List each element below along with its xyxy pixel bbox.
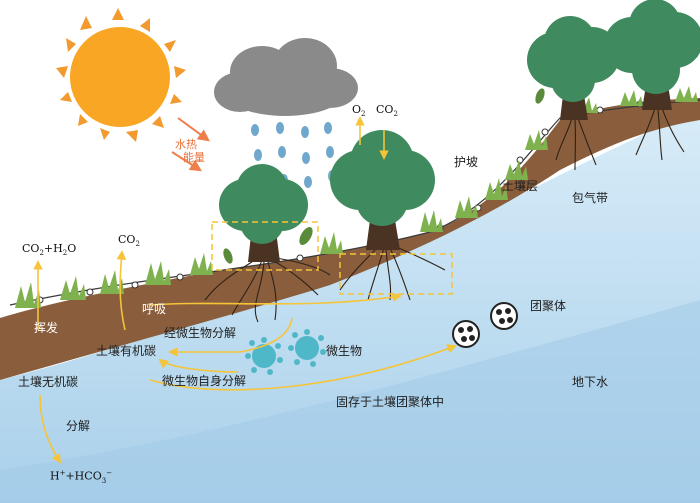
soil-inorganic-carbon-label: 土壤无机碳	[18, 375, 79, 389]
carbon-flow-arrows	[33, 116, 457, 464]
co2-h2o-co: CO	[22, 242, 40, 255]
tree-far-left	[527, 16, 620, 120]
tree-roots	[204, 107, 685, 323]
rain-cloud	[214, 38, 358, 116]
microbe-2	[288, 329, 326, 367]
co2-h2o-h: +H	[43, 242, 63, 255]
revetment-label: 护坡	[454, 155, 479, 169]
soil-organic-carbon-label: 土壤有机碳	[96, 344, 157, 358]
fixed-in-aggregates-label: 固存于土壤团聚体中	[336, 395, 445, 409]
ions-hco: +HCO	[65, 469, 102, 483]
respiration-label: 呼吸	[142, 302, 167, 316]
sun	[56, 8, 186, 142]
groundwater-deep	[0, 300, 700, 503]
ions-sup: −	[106, 469, 113, 477]
fence-posts	[36, 100, 644, 304]
aggregate-1	[452, 320, 480, 348]
microbe-1	[245, 337, 283, 375]
co2-left-text: CO	[118, 233, 136, 246]
co2-h2o-sub2: 2	[62, 249, 68, 258]
hydrothermal-energy-label: 水热 能量	[175, 138, 205, 164]
microbial-decomposition-label: 经微生物分解	[164, 326, 237, 340]
o2-label: O2	[352, 104, 366, 118]
vadose-zone-label: 包气带	[572, 191, 609, 205]
fallen-leaves	[223, 88, 545, 264]
hydrothermal-energy-line1: 水热	[175, 138, 197, 151]
co2-h2o-label: CO2+H2O	[22, 243, 76, 257]
aggregate-label: 团聚体	[530, 299, 567, 313]
volatilization-label: 挥发	[34, 321, 59, 335]
ions-h: H	[50, 469, 60, 483]
o2-text: O	[352, 103, 362, 116]
root-zone-box-1	[211, 221, 319, 271]
tree-middle-left	[219, 164, 308, 262]
aggregate-2	[490, 302, 518, 330]
tree-far-right	[604, 0, 700, 110]
groundwater-label: 地下水	[572, 375, 609, 389]
microbial-self-decomposition-label: 微生物自身分解	[162, 374, 247, 388]
co2-top-text: CO	[376, 103, 394, 116]
hydrothermal-energy-line2: 能量	[183, 151, 205, 164]
soil-layer-label: 土壤层	[502, 179, 539, 193]
co2-h2o-sub1: 2	[39, 249, 44, 258]
o2-subscript: 2	[361, 110, 366, 119]
co2-left-label: CO2	[118, 234, 140, 248]
ions-sub: 3	[101, 476, 107, 485]
ions-h-sup: +	[59, 469, 66, 477]
co2-top-subscript: 2	[393, 110, 398, 119]
hydrothermal-arrows	[171, 117, 210, 172]
tree-middle-right	[330, 130, 435, 250]
co2-left-subscript: 2	[135, 240, 140, 249]
co2-h2o-o: O	[67, 242, 77, 255]
co2-top-label: CO2	[376, 104, 398, 118]
microorganism-label: 微生物	[326, 344, 363, 358]
ions-label: H++HCO3−	[50, 470, 112, 485]
decomposition-label: 分解	[66, 419, 91, 433]
root-zone-box-2	[339, 253, 453, 295]
